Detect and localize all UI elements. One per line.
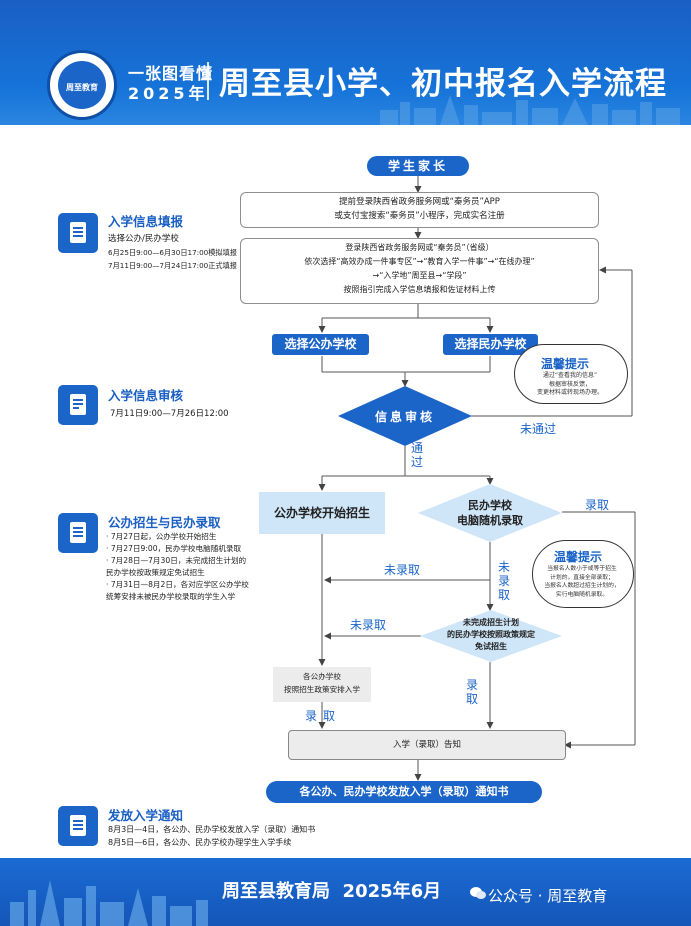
free-admission-diamond — [420, 610, 562, 662]
section-text: · 7月27日9:00，民办学校电脑随机录取 — [106, 544, 242, 553]
section-text: 8月5日—6日，各公办、民办学校办理学生入学手续 — [108, 838, 292, 847]
footer-wechat: 公众号 · 周至教育 — [488, 887, 608, 905]
label-admitted: 录取 — [585, 498, 610, 512]
section-title-info-fill: 入学信息填报 — [108, 214, 184, 229]
header-subtitle: 一张图看懂 — [128, 64, 214, 83]
section-title-info-review: 入学信息审核 — [108, 388, 184, 403]
step-fill-box: 登录陕西省政务服务网或“秦务员”（省级） 依次选择“高效办成一件事专区”→“教育… — [240, 238, 599, 304]
wechat-icon — [470, 885, 486, 899]
step-text: 登录陕西省政务服务网或“秦务员”（省级） — [345, 243, 494, 252]
step-text: 依次选择“高效办成一件事专区”→“教育入学一件事”→“在线办理” — [304, 257, 535, 266]
choose-private-button: 选择民办学校 — [443, 334, 538, 355]
education-logo: 周至教育 — [47, 50, 117, 120]
step-text: →“入学地”周至县→“学段” — [372, 271, 467, 280]
footer-org-date: 周至县教育局 2025年6月 — [222, 877, 441, 903]
review-label: 信息审核 — [374, 410, 435, 424]
label-admitted-private: 录取 — [466, 678, 479, 706]
step-text: 或支付宝搜索“秦务员”小程序，完成实名注册 — [334, 211, 505, 221]
section-text: 民办学校按政策规定免试招生 — [106, 568, 205, 577]
section-title-notice: 发放入学通知 — [108, 808, 184, 823]
label-admitted-public: 录取 — [305, 709, 342, 723]
footer-skyline-graphic — [10, 880, 208, 926]
notice-box: 入学（录取）告知 — [288, 730, 566, 760]
section-text: 8月3日—4日，各公办、民办学校发放入学（录取）通知书 — [108, 825, 316, 834]
label-not-admitted-2: 未录取 — [350, 618, 387, 632]
section-text: 6月25日9:00—6月30日17:00模拟填报 — [108, 248, 237, 257]
tip-title: 温馨提示 — [541, 357, 590, 371]
header-divider — [207, 62, 209, 100]
tip-text: 当报名人数小于或等于招生 计划的，直接全部录取； 当报名人数超过招生计划的， 实… — [544, 566, 620, 598]
label-not-passed: 未通过 — [520, 422, 557, 436]
step-text: 按照指引完成入学信息填报和佐证材料上传 — [343, 285, 496, 294]
tip-cloud-2 — [532, 540, 634, 608]
step-register-box: 提前登录陕西省政务服务网或“秦务员”APP 或支付宝搜索“秦务员”小程序，完成实… — [240, 192, 599, 228]
checklist-icon — [58, 513, 98, 553]
logo-text: 周至教育 — [66, 83, 98, 92]
page-title: 周至县小学、初中报名入学流程 — [219, 66, 667, 102]
label-not-admitted-vertical: 未录取 — [498, 560, 511, 602]
section-text: 7月11日9:00—7月26日12:00 — [110, 409, 229, 419]
tip-title: 温馨提示 — [554, 550, 603, 564]
section-text: 选择公办/民办学校 — [108, 234, 179, 244]
choose-public-button: 选择公办学校 — [272, 334, 369, 355]
private-lottery-label: 民办学校 电脑随机录取 — [457, 499, 523, 527]
label-passed: 通过 — [411, 441, 424, 469]
free-admission-label: 未完成招生计划 的民办学校按照政策规定 免试招生 — [447, 618, 535, 651]
section-text: · 7月27日起，公办学校开始招生 — [106, 532, 217, 541]
header-year: 2025年 — [128, 84, 209, 103]
city-skyline-graphic — [380, 95, 680, 125]
section-title-admission: 公办招生与民办录取 — [108, 515, 221, 530]
review-document-icon — [58, 385, 98, 425]
flow-start-parents: 学生家长 — [367, 156, 469, 176]
section-text: 7月11日9:00—7月24日17:00正式填报 — [108, 261, 237, 270]
final-notice-pill: 各公办、民办学校发放入学（录取）通知书 — [266, 781, 542, 803]
private-lottery-diamond — [418, 484, 562, 542]
public-start-box: 公办学校开始招生 — [259, 492, 385, 534]
folder-check-icon — [58, 806, 98, 846]
document-icon — [58, 213, 98, 253]
section-text: 统筹安排未被民办学校录取的学生入学 — [106, 592, 236, 601]
tip-cloud-1 — [514, 344, 628, 404]
footer-org: 周至县教育局 — [222, 881, 330, 902]
public-arrange-box: 各公办学校 按照招生政策安排入学 — [273, 667, 371, 702]
section-text: · 7月31日—8月2日，各对应学区公办学校 — [106, 580, 249, 589]
section-text: · 7月28日—7月30日，未完成招生计划的 — [106, 556, 247, 565]
review-diamond — [338, 386, 472, 446]
label-not-admitted: 未录取 — [384, 563, 421, 577]
footer-date: 2025年6月 — [342, 881, 442, 902]
tip-text: 通过“查看我的信息” 根据审核反馈， 变更材料或转现场办理。 — [536, 372, 603, 396]
step-text: 提前登录陕西省政务服务网或“秦务员”APP — [339, 197, 500, 207]
